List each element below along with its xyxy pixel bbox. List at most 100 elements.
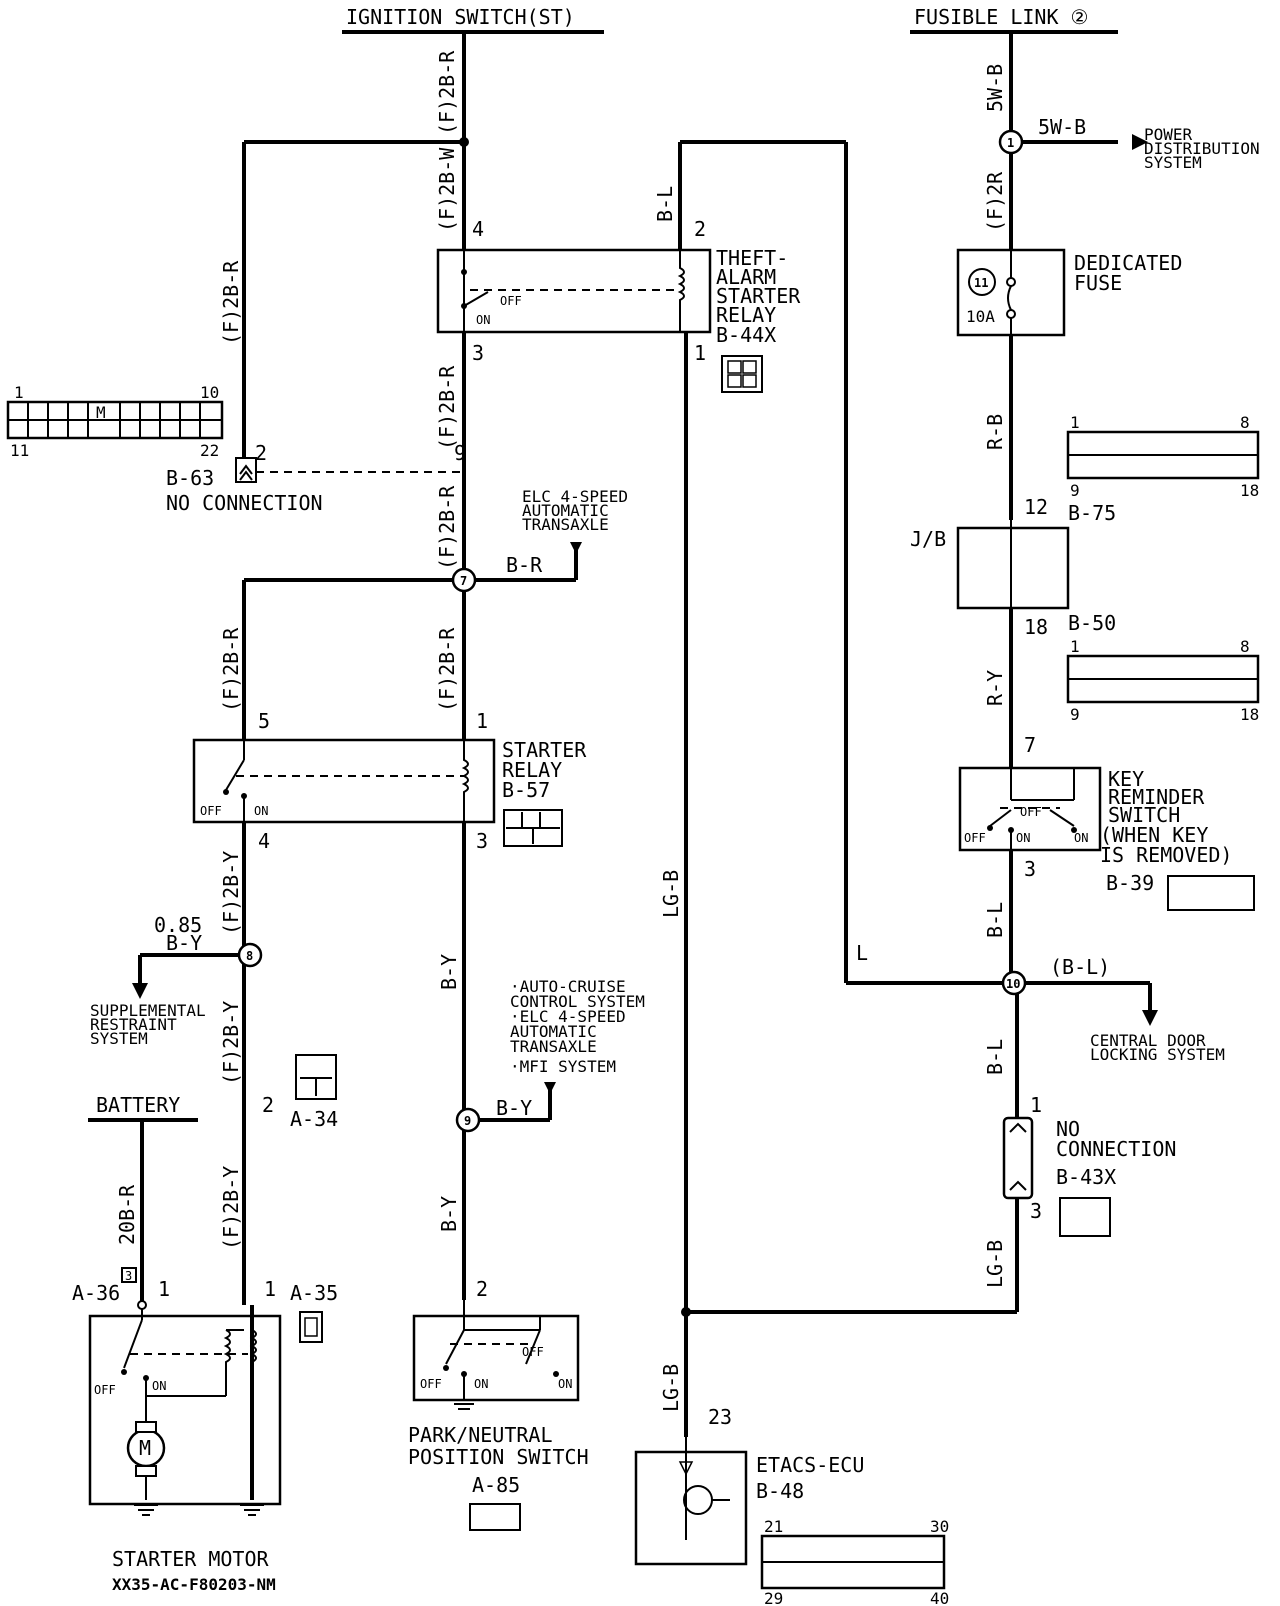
svg-text:FUSE: FUSE [1074, 271, 1122, 295]
svg-text:2: 2 [476, 1277, 488, 1301]
svg-text:PARK/NEUTRAL: PARK/NEUTRAL [408, 1423, 553, 1447]
svg-text:LOCKING SYSTEM: LOCKING SYSTEM [1090, 1045, 1225, 1064]
svg-text:18: 18 [1240, 481, 1259, 500]
junction-8: 8 [237, 942, 263, 968]
svg-text:OFF: OFF [200, 804, 222, 818]
svg-text:9: 9 [1070, 705, 1080, 724]
svg-text:M: M [96, 403, 106, 422]
theft-relay-on: ON [476, 313, 490, 327]
theft-relay-l3: STARTER [716, 284, 801, 308]
svg-text:(WHEN KEY: (WHEN KEY [1100, 823, 1208, 847]
svg-text:NO: NO [1056, 1117, 1080, 1141]
svg-text:A-36: A-36 [72, 1281, 120, 1305]
pin-tr1: 1 [694, 341, 706, 365]
svg-text:ON: ON [254, 804, 268, 818]
svg-text:ON: ON [558, 1377, 572, 1391]
svg-text:REMINDER: REMINDER [1108, 785, 1205, 809]
b48-connector-icon: 21 30 29 40 [760, 1517, 949, 1606]
svg-text:1: 1 [1007, 136, 1014, 150]
pin-tr2: 2 [694, 217, 706, 241]
b50-connector-icon: 1 8 9 18 [1066, 637, 1259, 724]
svg-text:OFF: OFF [94, 1383, 116, 1397]
svg-text:B-43X: B-43X [1056, 1165, 1116, 1189]
right-wires [1009, 32, 1152, 1118]
svg-text:RELAY: RELAY [502, 758, 562, 782]
battery: BATTERY 3 [88, 1093, 198, 1283]
svg-text:1: 1 [158, 1277, 170, 1301]
b63-connector: 2 9 B-63 NO CONNECTION M 1 10 11 22 [6, 383, 466, 515]
svg-text:1: 1 [1070, 413, 1080, 432]
svg-text:8: 8 [1240, 637, 1250, 656]
pin-b63: 2 [255, 441, 267, 465]
svg-text:A-35: A-35 [290, 1281, 338, 1305]
wire-fl-5wb: 5W-B [983, 64, 1007, 112]
ignition-wires [138, 32, 578, 1305]
svg-text:3: 3 [1030, 1199, 1042, 1223]
svg-text:B-75: B-75 [1068, 501, 1116, 525]
svg-text:POWER: POWER [1144, 125, 1193, 144]
park-neutral-switch: OFF ON OFF ON 2 PARK/NEUTRAL POSITION SW… [408, 1277, 589, 1531]
wire-bl-top: B-L [653, 186, 677, 222]
svg-text:OFF: OFF [964, 831, 986, 845]
wire-bat-20br: 20B-R [115, 1184, 139, 1245]
center-wires [678, 140, 1019, 1437]
svg-text:22: 22 [200, 441, 219, 460]
theft-relay-l1: THEFT- [716, 246, 788, 270]
svg-text:10: 10 [1006, 977, 1020, 991]
svg-text:7: 7 [1024, 733, 1036, 757]
wire-left-2by: (F)2B-Y [219, 851, 243, 935]
wire-mid-2br2: (F)2B-R [435, 485, 459, 570]
svg-text:5: 5 [258, 709, 270, 733]
svg-text:B-50: B-50 [1068, 611, 1116, 635]
junction-10: 10 [1001, 970, 1027, 996]
theft-relay-l4: RELAY [716, 303, 776, 327]
svg-text:B-48: B-48 [756, 1479, 804, 1503]
svg-text:ETACS-ECU: ETACS-ECU [756, 1453, 864, 1477]
svg-text:30: 30 [930, 1517, 949, 1536]
svg-text:SYSTEM: SYSTEM [90, 1029, 148, 1048]
wire-mid-by: B-Y [437, 954, 461, 990]
wire-mid-relay-in: (F)2B-R [435, 627, 459, 712]
wire-ign-top: (F)2B-R [435, 50, 459, 135]
wire-bl-right2: B-L [983, 1039, 1007, 1075]
svg-text:KEY: KEY [1108, 767, 1144, 791]
svg-text:8: 8 [1240, 413, 1250, 432]
svg-text:SYSTEM: SYSTEM [1144, 153, 1202, 172]
svg-text:·MFI SYSTEM: ·MFI SYSTEM [510, 1057, 616, 1076]
bl-L-mark: L [856, 941, 868, 965]
svg-text:11: 11 [10, 441, 29, 460]
b63-id: B-63 [166, 466, 214, 490]
central-door-locking: CENTRAL DOOR LOCKING SYSTEM [1090, 1031, 1225, 1064]
starter-motor: M OFF ON STARTER MOTOR XX35-AC-F80203-NM… [72, 1277, 338, 1594]
wire-labels: (F)2B-R (F)2B-W (F)2B-R (F)2B-R (F)2B-R … [115, 50, 1110, 1412]
auto-cruise-list: ·AUTO-CRUISE CONTROL SYSTEM ·ELC 4-SPEED… [510, 977, 645, 1076]
svg-text:·AUTO-CRUISE: ·AUTO-CRUISE [510, 977, 626, 996]
svg-text:OFF: OFF [420, 1377, 442, 1391]
wire-ign-w: (F)2B-W [435, 147, 459, 232]
wire-bl-right: B-L [983, 902, 1007, 938]
svg-text:ON: ON [1016, 831, 1030, 845]
wire-left-2by2: (F)2B-Y [219, 1001, 243, 1085]
svg-text:DEDICATED: DEDICATED [1074, 251, 1182, 275]
svg-text:21: 21 [764, 1517, 783, 1536]
svg-text:8: 8 [246, 949, 253, 963]
svg-text:TRANSAXLE: TRANSAXLE [522, 515, 609, 534]
elc-transaxle-top: ELC 4-SPEED AUTOMATIC TRANSAXLE [522, 487, 628, 534]
wire-lgb-right: LG-B [983, 1240, 1007, 1288]
theft-relay-l2: ALARM [716, 265, 776, 289]
fusible-link-label: FUSIBLE LINK ② [914, 5, 1088, 29]
junction-9: 9 [455, 1107, 481, 1133]
ignition-switch-label: IGNITION SWITCH(ST) [346, 5, 575, 29]
svg-text:1: 1 [1070, 637, 1080, 656]
svg-text:10A: 10A [966, 307, 995, 326]
ignition-switch-header: IGNITION SWITCH(ST) [342, 5, 604, 34]
svg-text:7: 7 [460, 574, 467, 588]
junction-7: 7 [451, 567, 477, 593]
svg-text:11: 11 [974, 276, 988, 290]
svg-text:29: 29 [764, 1589, 783, 1606]
arrowheads [132, 134, 1158, 1094]
svg-text:RESTRAINT: RESTRAINT [90, 1015, 177, 1034]
svg-text:1: 1 [14, 383, 24, 402]
theft-relay-off: OFF [500, 294, 522, 308]
svg-text:A-34: A-34 [290, 1107, 338, 1131]
